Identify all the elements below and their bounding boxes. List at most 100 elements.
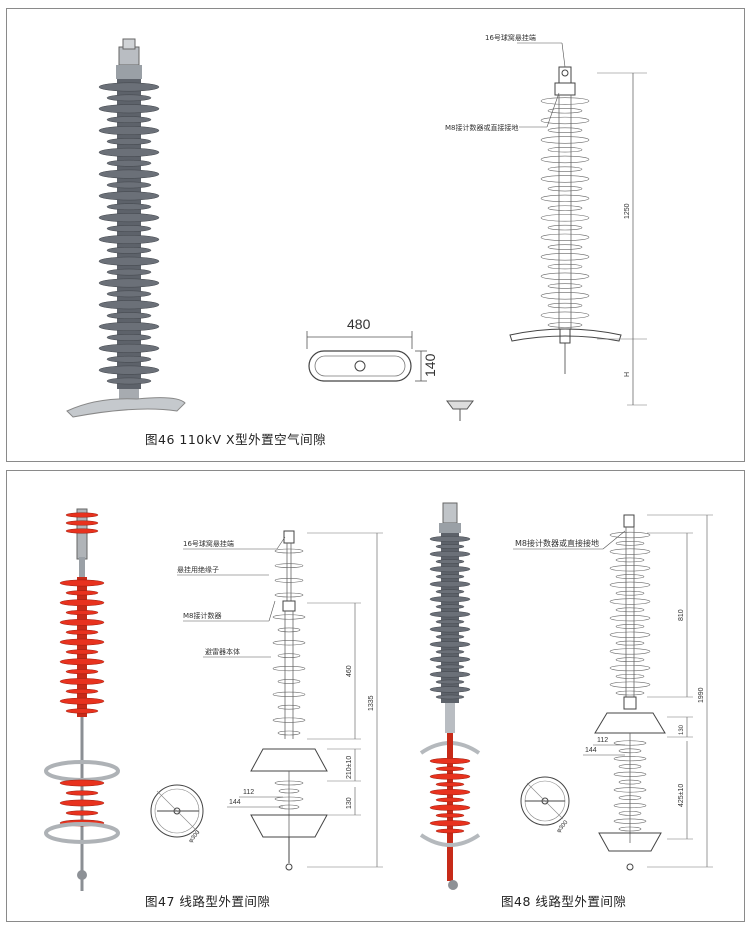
insulator-shed	[65, 708, 99, 714]
drawn-shed	[540, 292, 590, 300]
dim-140-text: 140	[422, 353, 438, 377]
grey-red-arrester-photo	[419, 502, 481, 890]
drawn-shed	[615, 640, 645, 646]
drawn-shed	[615, 574, 645, 579]
dim-130-text-fig48: 130	[679, 724, 685, 735]
drawn-shed	[609, 598, 651, 605]
drawn-shed	[277, 627, 301, 633]
insulator-shed	[106, 225, 152, 232]
drawn-shed	[609, 681, 651, 688]
drawn-shed	[540, 97, 590, 105]
drawn-shed	[540, 253, 590, 261]
drawn-shed	[547, 205, 583, 211]
label-top-fig47: 16号球窝悬挂端	[183, 539, 234, 548]
dim-425-text: 425±10	[678, 784, 685, 807]
figure-46-caption: 图46 110kV X型外置空气间隙	[145, 432, 327, 447]
drawn-shed	[615, 590, 645, 596]
drawn-shed	[615, 690, 645, 696]
drawn-shed	[278, 788, 300, 794]
insulator-shed	[429, 671, 471, 678]
drawn-shed	[547, 263, 583, 270]
label-body-fig47: 避雷器本体	[205, 647, 240, 656]
drawn-shed	[618, 826, 642, 832]
drawn-shed	[277, 704, 301, 710]
insulator-shed	[65, 512, 99, 518]
drawn-shed	[618, 748, 642, 754]
red-arrester-photo	[44, 508, 120, 891]
insulator-shed	[59, 638, 105, 646]
drawn-shed	[547, 147, 583, 153]
drawn-shed	[540, 155, 590, 164]
drawn-shed	[613, 756, 647, 762]
drawn-shed	[540, 175, 590, 183]
drawn-shed	[613, 771, 647, 777]
insulator-shed	[435, 664, 465, 670]
insulator-shed	[429, 581, 471, 588]
figure-47-48-panel: 16号球窝悬挂端 悬挂用绝缘子 M8接计数器 避雷器本体 1335 460 21…	[6, 470, 745, 922]
insulator-shed	[98, 169, 160, 179]
drawn-shed	[547, 108, 583, 114]
insulator-shed	[106, 355, 152, 363]
insulator-shed	[106, 203, 152, 211]
insulator-shed	[435, 813, 465, 818]
drawn-shed	[613, 803, 647, 809]
insulator-shed	[435, 559, 465, 564]
fig47-line-drawing	[150, 530, 383, 871]
drawn-shed	[540, 311, 590, 319]
insulator-shed	[59, 678, 105, 685]
drawn-shed	[277, 679, 301, 684]
insulator-shed	[429, 686, 471, 693]
insulator-shed	[435, 604, 465, 609]
drawn-shed	[618, 811, 642, 816]
insulator-shed	[429, 535, 471, 543]
insulator-shed	[65, 520, 99, 526]
insulator-shed	[106, 138, 152, 145]
insulator-shed	[435, 782, 465, 787]
insulator-shed	[106, 312, 152, 319]
insulator-shed	[65, 629, 99, 635]
drawn-shed	[547, 166, 583, 172]
drawn-shed	[540, 272, 590, 280]
insulator-shed	[106, 159, 152, 167]
drawn-shed	[272, 666, 306, 672]
insulator-shed	[65, 790, 99, 796]
dim-810-text: 810	[678, 609, 685, 621]
insulator-shed	[65, 528, 99, 534]
insulator-shed	[106, 377, 152, 385]
drawn-shed	[615, 674, 645, 679]
insulator-shed	[106, 94, 152, 102]
drawn-shed	[609, 615, 651, 622]
dim-1990-text: 1990	[698, 687, 705, 703]
label-counter-fig48: M8接计数器或直接接地	[515, 538, 599, 548]
dim-460-text: 460	[346, 665, 353, 677]
dim-210-text: 210±10	[346, 756, 353, 779]
drawn-shed	[615, 541, 645, 546]
insulator-shed	[429, 550, 471, 558]
insulator-shed	[106, 247, 152, 254]
drawn-shed	[609, 631, 651, 638]
drawn-shed	[609, 565, 651, 572]
insulator-shed	[65, 590, 99, 596]
drawn-shed	[274, 796, 304, 802]
insulator-shed	[429, 656, 471, 663]
drawn-shed	[618, 764, 642, 769]
insulator-shed	[435, 574, 465, 579]
insulator-shed	[98, 82, 160, 92]
insulator-shed	[429, 757, 471, 765]
insulator-shed	[98, 365, 160, 375]
dim-112-text-fig48: 112	[597, 737, 608, 744]
dim-1335-text: 1335	[368, 695, 375, 711]
drawn-shed	[547, 322, 583, 328]
insulator-shed	[435, 544, 465, 549]
drawn-shed	[274, 548, 304, 554]
drawn-shed	[609, 648, 651, 655]
drawn-shed	[272, 640, 306, 646]
insulator-shed	[98, 278, 160, 288]
drawn-shed	[274, 563, 304, 568]
insulator-shed	[435, 797, 465, 803]
insulator-shed	[435, 766, 465, 772]
drawn-shed	[615, 657, 645, 663]
insulator-shed	[98, 234, 160, 244]
dim-130-text: 130	[346, 797, 353, 809]
insulator-shed	[98, 104, 160, 114]
